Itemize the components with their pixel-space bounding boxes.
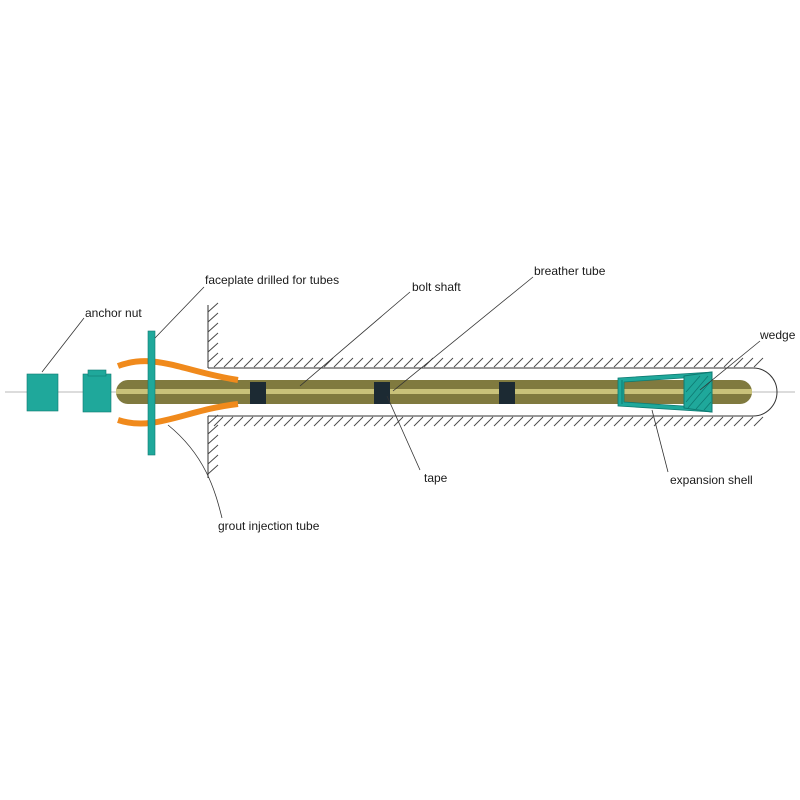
label-grout-injection-tube: grout injection tube [218,519,320,533]
label-anchor-nut: anchor nut [85,306,142,320]
label-bolt-shaft: bolt shaft [412,280,461,294]
grout-tube-lower [117,401,239,427]
breather-tube-leader [392,276,534,392]
grout-tube-leader [167,424,223,519]
bolt-shaft [116,380,752,404]
anchor-nut [26,373,59,412]
anchor-nut-body [26,373,59,412]
grout-tube-upper [116,358,239,383]
tape-2 [374,382,390,404]
tape-3 [499,382,515,404]
tape-1 [250,382,266,404]
label-tape: tape [424,471,448,485]
rock-borehole [207,302,778,478]
label-breather-tube: breather tube [534,264,606,278]
expansion-shell-leader [651,409,669,473]
label-faceplate: faceplate drilled for tubes [205,273,339,287]
breather-tube [116,389,752,394]
wedge-leader [699,340,761,391]
bolt-end-washer [82,369,112,413]
tape-leader [386,395,421,471]
rock-hatching [207,302,764,475]
faceplate [147,330,156,456]
bolt-shaft-leader [299,291,411,387]
wedge [683,371,713,413]
faceplate-leader [154,286,205,339]
anchor-nut-leader [41,317,85,373]
label-expansion-shell: expansion shell [670,473,753,487]
label-wedge: wedge [759,328,796,342]
